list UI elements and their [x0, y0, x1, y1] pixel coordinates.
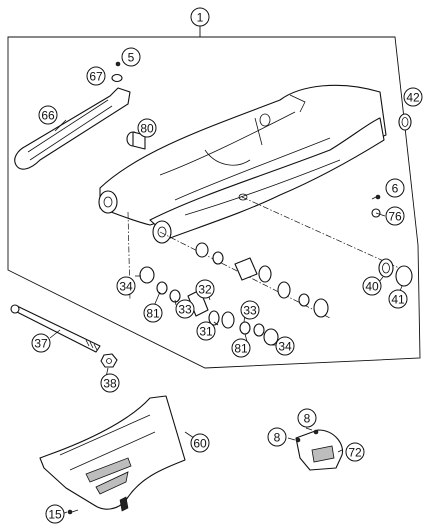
callout-15: 15 [45, 504, 65, 524]
callout-38: 38 [100, 373, 120, 393]
svg-text:1: 1 [197, 11, 204, 25]
callout-8-left: 8 [267, 427, 287, 447]
callout-1: 1 [190, 7, 210, 27]
svg-text:42: 42 [406, 91, 420, 105]
callout-31: 31 [196, 321, 216, 341]
svg-text:37: 37 [34, 337, 48, 351]
svg-text:67: 67 [89, 70, 103, 84]
callout-32: 32 [195, 279, 215, 299]
callout-34-left: 34 [116, 276, 136, 296]
svg-text:6: 6 [392, 182, 399, 196]
callout-41: 41 [388, 289, 408, 309]
callout-76: 76 [385, 206, 405, 226]
pivot-stack [139, 242, 329, 346]
callout-81-right: 81 [231, 338, 251, 358]
callout-67: 67 [86, 66, 106, 86]
screw-5 [115, 61, 121, 67]
svg-text:5: 5 [128, 51, 135, 65]
screw-15 [67, 509, 79, 515]
svg-text:34: 34 [278, 340, 292, 354]
svg-text:81: 81 [146, 307, 160, 321]
svg-text:81: 81 [234, 342, 248, 356]
callout-37: 37 [31, 333, 51, 353]
screw-6 [371, 194, 381, 200]
callout-40: 40 [362, 276, 382, 296]
svg-text:33: 33 [178, 303, 192, 317]
svg-text:76: 76 [388, 210, 402, 224]
callout-81-left: 81 [143, 303, 163, 323]
svg-text:8: 8 [304, 412, 311, 426]
callout-6: 6 [385, 178, 405, 198]
axle-nut-38 [100, 353, 118, 368]
callout-8-top: 8 [297, 408, 317, 428]
bushing-80 [126, 131, 146, 150]
callout-5: 5 [121, 47, 141, 67]
ring-42 [398, 113, 412, 131]
plug-67 [111, 73, 123, 83]
svg-text:72: 72 [348, 446, 362, 460]
svg-text:33: 33 [243, 304, 257, 318]
callout-33-right: 33 [240, 300, 260, 320]
cap-41 [395, 265, 413, 287]
svg-text:38: 38 [103, 377, 117, 391]
callout-34-right: 34 [275, 336, 295, 356]
svg-text:32: 32 [198, 283, 212, 297]
assembly-frame [7, 26, 421, 369]
callout-80: 80 [137, 118, 157, 138]
svg-text:40: 40 [365, 280, 379, 294]
svg-text:15: 15 [48, 508, 62, 522]
callout-42: 42 [403, 87, 423, 107]
svg-text:34: 34 [119, 280, 133, 294]
guard-72 [295, 429, 344, 471]
svg-text:66: 66 [41, 109, 55, 123]
svg-text:8: 8 [274, 431, 281, 445]
svg-text:60: 60 [193, 437, 207, 451]
chain-guard [39, 395, 186, 512]
svg-text:31: 31 [199, 325, 213, 339]
pivot-axle [10, 304, 101, 353]
callout-66: 66 [38, 105, 58, 125]
chain-guide [14, 87, 131, 170]
svg-text:80: 80 [140, 122, 154, 136]
seal-40 [378, 258, 394, 278]
swingarm [98, 84, 387, 244]
callout-60: 60 [190, 433, 210, 453]
svg-text:41: 41 [391, 293, 405, 307]
callout-72: 72 [345, 442, 365, 462]
callout-33-left: 33 [175, 299, 195, 319]
